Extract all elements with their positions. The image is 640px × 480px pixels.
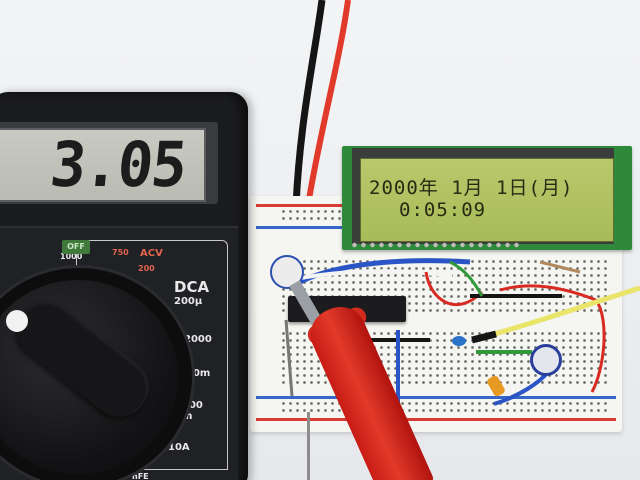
range-1000-label: 1000 (60, 252, 83, 261)
yellow-wire-black-end (471, 330, 497, 344)
range-200-label: 200 (138, 264, 155, 273)
lcd-header-pins (350, 240, 520, 250)
red-loop-wire (499, 284, 597, 302)
range-200m-label: 200 m (182, 400, 203, 422)
range-200u-label: 200μ (174, 296, 203, 307)
range-20m-label: 20m (186, 368, 211, 379)
red-jumper-wire (424, 271, 484, 306)
ceramic-capacitor (452, 336, 466, 346)
white-jumper-wire (289, 269, 453, 282)
resistor-leads (539, 260, 581, 274)
range-10a-label: 10A (168, 442, 190, 453)
red-jumper-wire-right (590, 299, 606, 393)
knob-pointer-icon (6, 310, 28, 332)
red-lead-wire (301, 0, 351, 237)
grey-jumper-wire (284, 319, 294, 397)
bottom-lead-wire (307, 412, 310, 480)
hfe-label: hFE (132, 472, 149, 480)
yellow-jumper-wire (479, 285, 640, 341)
multimeter-reading: 3.05 (46, 128, 189, 201)
power-rail-blue-bottom (256, 396, 616, 399)
power-rail-red-bottom (256, 418, 616, 421)
acv-section-label: ACV (140, 248, 163, 259)
dca-section-label: DCA (174, 278, 210, 296)
off-position-label: OFF (62, 240, 90, 254)
lcd-date-line: 2000年 1月 1日(月) (369, 177, 574, 199)
lcd-screen: 2000年 1月 1日(月) 0:05:09 (360, 158, 614, 242)
range-750-label: 750 (112, 248, 129, 257)
green-jumper-wire-2 (449, 260, 484, 297)
multimeter-display: 3.05 (0, 128, 206, 202)
black-lead-wire (282, 0, 326, 238)
lcd-time-line: 0:05:09 (399, 199, 487, 221)
trimmer-potentiometer (530, 344, 562, 376)
